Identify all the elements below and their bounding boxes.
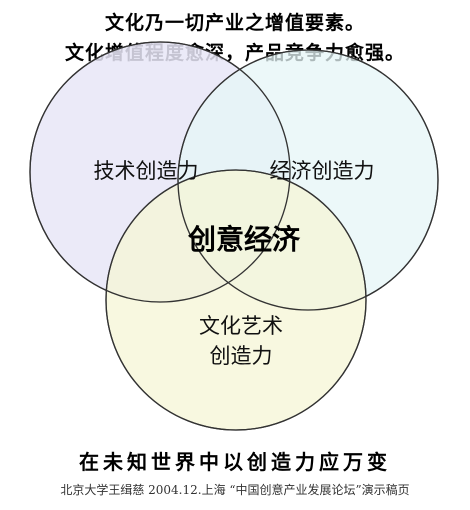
circle-culture-art-outline xyxy=(105,169,367,431)
circle-economy-outline xyxy=(177,49,439,311)
source-caption: 北京大学王缉慈 2004.12.上海 “中国创意产业发展论坛”演示稿页 xyxy=(60,483,410,497)
label-creative-economy: 创意经济 xyxy=(187,223,301,256)
label-culture-art-line1: 文化艺术 xyxy=(199,314,283,338)
label-culture-art-line2: 创造力 xyxy=(210,344,273,368)
label-economy-creativity: 经济创造力 xyxy=(270,159,375,183)
circle-culture-art xyxy=(105,169,367,431)
title-line-1: 文化乃一切产业之增值要素。 xyxy=(104,12,365,34)
slogan: 在未知世界中以创造力应万变 xyxy=(79,450,391,474)
circle-technology-outline xyxy=(29,41,291,303)
label-technology-creativity: 技术创造力 xyxy=(94,159,199,183)
